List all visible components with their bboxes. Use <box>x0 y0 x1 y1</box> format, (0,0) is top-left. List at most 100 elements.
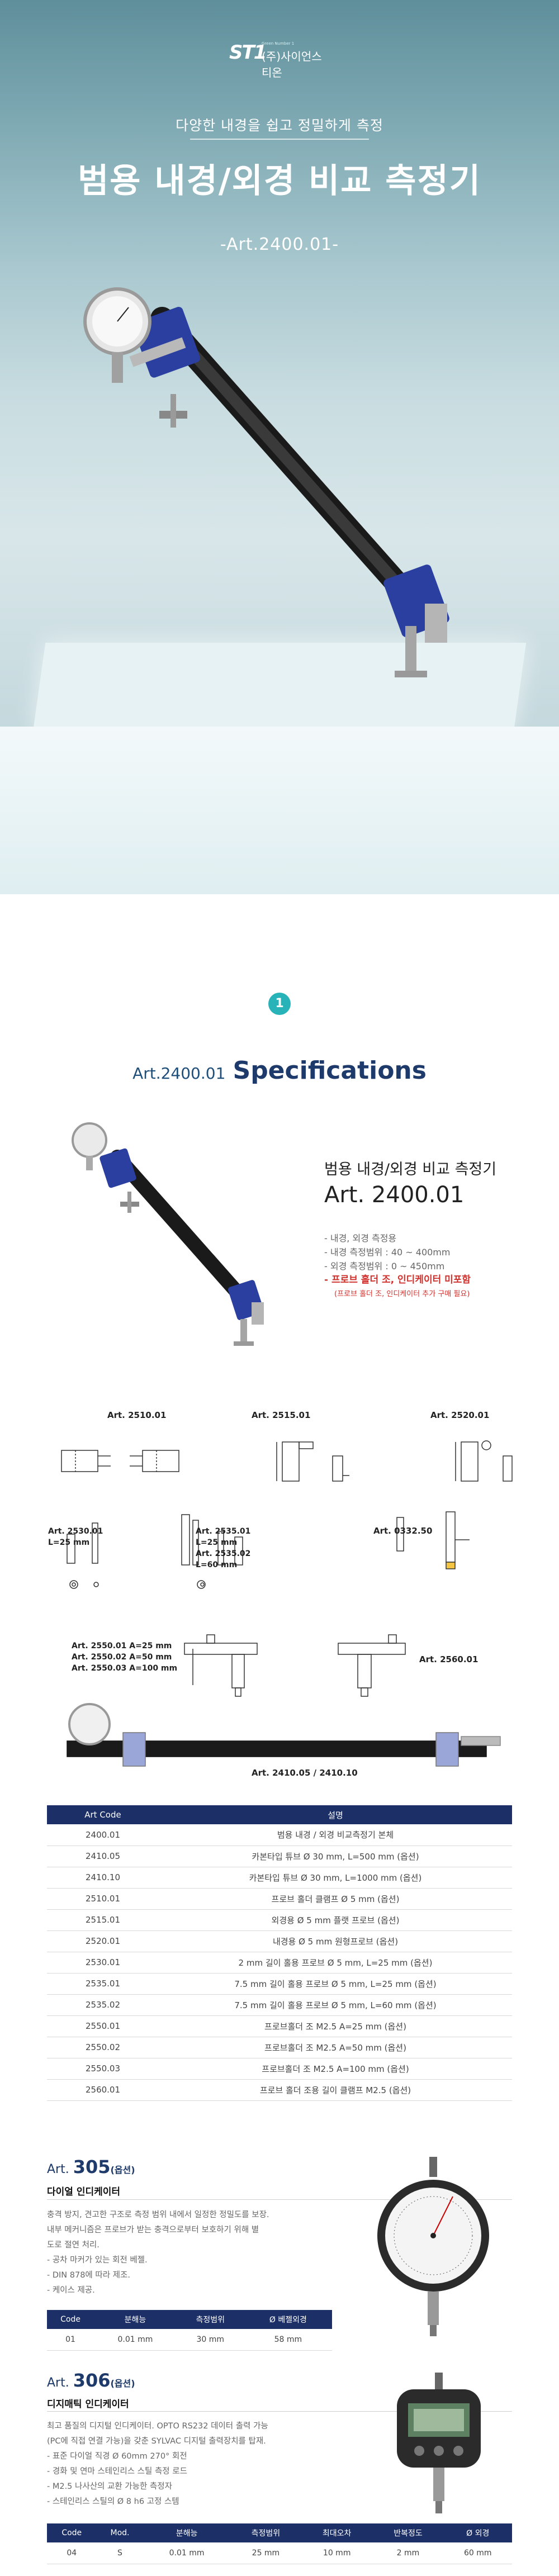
acc306-col-mod: Mod. <box>96 2523 144 2542</box>
acc306-col-code: Code <box>47 2523 97 2542</box>
description-cell: 7.5 mm 길이 홀용 프로브 Ø 5 mm, L=25 mm (옵션) <box>159 1973 512 1995</box>
hero-art-code: -Art.2400.01- <box>220 235 339 254</box>
label-2550-2: Art. 2550.02 A=50 mm <box>72 1653 172 1662</box>
art-code-cell: 2535.01 <box>47 1973 159 1995</box>
label-2410: Art. 2410.05 / 2410.10 <box>252 1768 358 1778</box>
description-cell: 프로브 홀더 조용 길이 클램프 M2.5 (옵션) <box>159 2079 512 2101</box>
acc306-col-resolution: 분해능 <box>143 2523 230 2542</box>
logo-name: (주)사이언스티온 <box>262 50 322 79</box>
label-0332: Art. 0332.50 <box>373 1526 433 1536</box>
description-cell: 외경용 Ø 5 mm 플랫 프로브 (옵션) <box>159 1909 512 1931</box>
art-code-cell: 2520.01 <box>47 1930 159 1952</box>
spec-art-label: Art.2400.01 <box>132 1064 226 1083</box>
col-description: 설명 <box>159 1805 512 1824</box>
art-code-cell: 2550.03 <box>47 2058 159 2080</box>
label-2530-l: L=25 mm <box>48 1538 90 1547</box>
hero-title: 범용 내경/외경 비교 측정기 <box>78 162 481 201</box>
label-2550-group: Art. 2550.01 A=25 mm Art. 2550.02 A=50 m… <box>72 1640 177 1674</box>
description-cell: 2 mm 길이 홀용 프로브 Ø 5 mm, L=25 mm (옵션) <box>159 1952 512 1973</box>
acc305-col-code: Code <box>47 2310 94 2329</box>
art-code-cell: 2550.01 <box>47 2015 159 2037</box>
acc306-description: 최고 품질의 디지털 인디케이터. OPTO RS232 데이터 출력 가능 (… <box>47 2422 268 2506</box>
acc306-col-repeatability: 반복정도 <box>372 2523 444 2542</box>
description-cell: 7.5 mm 길이 홀용 프로브 Ø 5 mm, L=60 mm (옵션) <box>159 1994 512 2016</box>
acc305-col-bezel: Ø 베젤외경 <box>244 2310 332 2329</box>
dial-indicator-image <box>377 2157 489 2336</box>
acc305-divider <box>47 2199 512 2200</box>
logo-tag: Green Number 1 <box>262 41 295 46</box>
acc305-heading: Art. 305(옵션) <box>47 2156 135 2177</box>
bullet-1: - 내경, 외경 측정용 <box>324 1233 397 1244</box>
art-code-cell: 2400.01 <box>47 1824 159 1846</box>
product-art: Art. 2400.01 <box>324 1182 465 1208</box>
description-cell: 카본타입 튜브 Ø 30 mm, L=500 mm (옵션) <box>159 1846 512 1867</box>
description-cell: 프로브홀더 조 M2.5 A=25 mm (옵션) <box>159 2015 512 2037</box>
label-2530-group: Art. 2530.01 L=25 mm <box>48 1526 103 1548</box>
label-2515: Art. 2515.01 <box>252 1410 311 1420</box>
description-cell: 프로브홀더 조 M2.5 A=100 mm (옵션) <box>159 2058 512 2080</box>
product-hero-image <box>83 287 449 677</box>
acc306-col-range: 측정범위 <box>230 2523 302 2542</box>
red-subnote: (프로브 홀더 조, 인디케이터 추가 구매 필요) <box>334 1290 470 1298</box>
acc305-table: Code 분해능 측정범위 Ø 베젤외경 01 0.01 mm 30 mm 58… <box>47 2310 332 2351</box>
acc305-col-range: 측정범위 <box>176 2310 244 2329</box>
hero-banner: ST1 Green Number 1 (주)사이언스티온 다양한 내경을 쉽고 … <box>0 0 559 894</box>
art-code-cell: 2550.02 <box>47 2037 159 2058</box>
art-code-cell: 2530.01 <box>47 1952 159 1973</box>
label-2520: Art. 2520.01 <box>430 1410 490 1420</box>
red-note: - 프로브 홀더 조, 인디케이터 미포함 <box>324 1274 471 1285</box>
brand-logo: ST1 Green Number 1 (주)사이언스티온 <box>229 38 330 79</box>
art-code-cell: 2510.01 <box>47 1888 159 1910</box>
section-number-badge: 1 <box>268 993 291 1015</box>
acc306-col-diameter: Ø 외경 <box>443 2523 512 2542</box>
product-summary: 범용 내경/외경 비교 측정기 Art. 2400.01 - 내경, 외경 측정… <box>324 1157 537 1301</box>
product-bullets: - 내경, 외경 측정용 - 내경 측정범위 : 40 ~ 400mm - 외경… <box>324 1231 537 1301</box>
label-2535-1: Art. 2535.01 <box>196 1527 251 1536</box>
acc305-col-resolution: 분해능 <box>94 2310 177 2329</box>
hero-divider <box>190 139 369 140</box>
art-code-cell: 2410.10 <box>47 1867 159 1889</box>
label-2550-3: Art. 2550.03 A=100 mm <box>72 1664 178 1673</box>
acc305-subtitle: 다이얼 인디케이터 <box>47 2186 121 2198</box>
description-cell: 카본타입 튜브 Ø 30 mm, L=1000 mm (옵션) <box>159 1867 512 1889</box>
label-2530: Art. 2530.01 <box>48 1527 103 1536</box>
label-2535-2: Art. 2535.02 <box>196 1549 251 1558</box>
acc305-row: 01 0.01 mm 30 mm 58 mm <box>47 2329 332 2351</box>
art-code-cell: 2410.05 <box>47 1846 159 1867</box>
label-2560: Art. 2560.01 <box>419 1654 479 1664</box>
spec-title: Specifications <box>233 1056 427 1085</box>
col-art-code: Art Code <box>47 1805 159 1824</box>
description-cell: 프로브홀더 조 M2.5 A=50 mm (옵션) <box>159 2037 512 2058</box>
description-cell: 내경용 Ø 5 mm 원형프로브 (옵션) <box>159 1930 512 1952</box>
bullet-2: - 내경 측정범위 : 40 ~ 400mm <box>324 1247 451 1258</box>
acc306-col-max-error: 최대오차 <box>301 2523 373 2542</box>
label-2535-group: Art. 2535.01 L=25 mm Art. 2535.02 L=60 m… <box>196 1526 250 1571</box>
product-name: 범용 내경/외경 비교 측정기 <box>324 1161 497 1178</box>
description-cell: 프로브 홀더 클램프 Ø 5 mm (옵션) <box>159 1888 512 1910</box>
specifications-heading: Art.2400.01 Specifications <box>0 1056 559 1085</box>
logo-mark: ST1 <box>229 41 267 64</box>
acc305-description: 충격 방지, 견고한 구조로 측정 범위 내에서 일정한 정밀도를 보장. 내부… <box>47 2210 269 2295</box>
hero-subtitle: 다양한 내경을 쉽고 정밀하게 측정 <box>176 117 383 134</box>
art-code-cell: 2560.01 <box>47 2079 159 2101</box>
acc306-table: Code Mod. 분해능 측정범위 최대오차 반복정도 Ø 외경 04 S 0… <box>47 2523 512 2564</box>
acc306-divider <box>47 2411 512 2412</box>
label-2510: Art. 2510.01 <box>107 1410 167 1420</box>
technical-drawings <box>61 1440 513 1767</box>
product-image <box>72 1122 264 1346</box>
pedestal-front <box>0 727 559 894</box>
art-code-cell: 2535.02 <box>47 1994 159 2016</box>
